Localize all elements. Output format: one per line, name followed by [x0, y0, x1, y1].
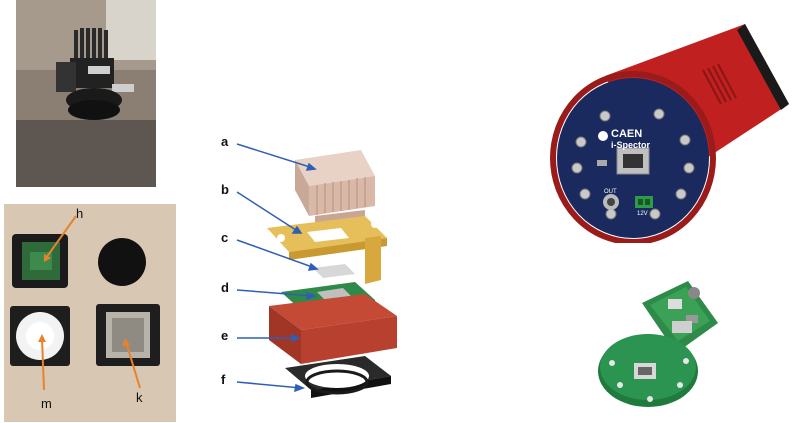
label-c: c [221, 230, 229, 245]
base-part [269, 294, 397, 364]
exploded-diagram: a b c d e f [215, 120, 410, 420]
electronics-photo [590, 275, 730, 415]
label-k: k [136, 390, 143, 405]
device-model: i-Spector [611, 140, 651, 150]
label-b: b [221, 182, 229, 197]
photo-holders: h m k [4, 204, 176, 422]
bracket-part [267, 216, 387, 284]
label-f: f [221, 372, 226, 387]
exploded-diagram-image [236, 143, 397, 398]
photo-holders-image [4, 204, 176, 422]
electronics-photo-image [598, 281, 718, 407]
sensor-part [313, 264, 355, 278]
photo-sensor-assembly-image [16, 0, 156, 187]
label-d: d [221, 280, 229, 295]
label-h: h [76, 206, 84, 221]
label-a: a [221, 134, 229, 149]
ring-part [285, 356, 391, 398]
label-e: e [221, 328, 229, 343]
device-port-power: 12V [637, 211, 648, 217]
photo-sensor-assembly [16, 0, 156, 187]
device-brand: CAEN [611, 128, 643, 140]
label-m: m [41, 396, 52, 411]
device-photo-image [550, 24, 789, 243]
device-photo: CAEN i-Spector OUT 12V [545, 18, 795, 243]
device-port-out: OUT [604, 189, 617, 195]
